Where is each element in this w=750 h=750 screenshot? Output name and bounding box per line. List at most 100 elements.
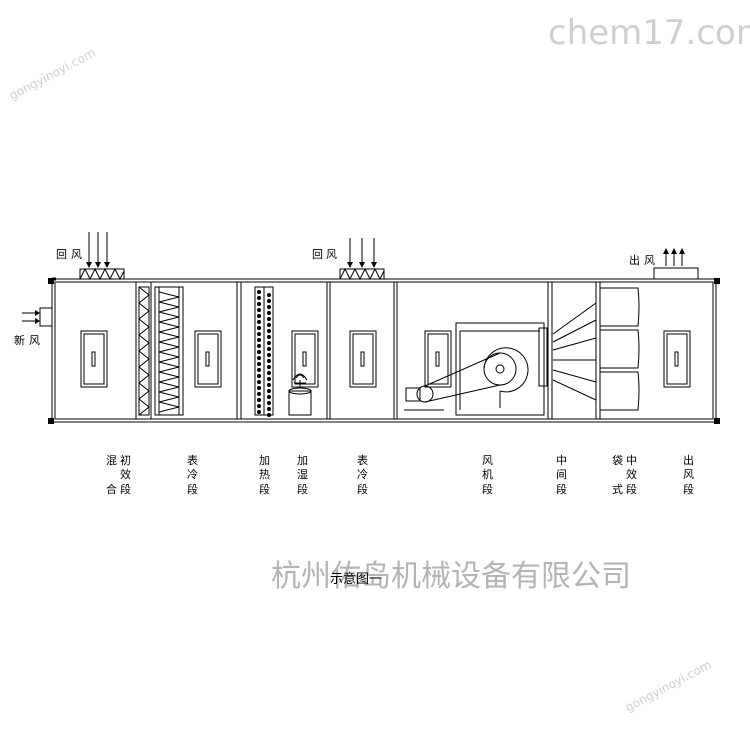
return-air-arrows-2 <box>347 238 377 268</box>
cooling-coil-1 <box>154 286 184 416</box>
supply-air-outlet <box>653 248 699 280</box>
heating-fin <box>257 362 261 366</box>
heating-fin <box>257 314 261 318</box>
label-heating-2: 热 <box>259 468 270 481</box>
heating-fin <box>257 338 261 342</box>
label-outlet-1: 出 <box>683 453 694 467</box>
label-bag-2: 式 <box>612 483 623 496</box>
heating-fin <box>267 383 271 387</box>
diagonal-watermark-top: gongyinoyi.com <box>7 45 98 102</box>
ahu-casing <box>48 277 720 424</box>
label-heating-3: 段 <box>259 482 270 496</box>
heating-fin <box>267 377 271 381</box>
heating-fin <box>257 410 261 414</box>
return-air-arrows-1 <box>86 232 110 268</box>
access-door <box>194 330 222 388</box>
supply-air-label-a: 出 <box>629 253 640 267</box>
heating-fin <box>257 356 261 360</box>
label-heating-1: 加 <box>259 454 270 467</box>
heating-fin <box>267 323 271 327</box>
company-watermark: 杭州佑岛机械设备有限公司 <box>271 559 631 594</box>
label-primary-2: 效 <box>120 467 131 481</box>
middle-diffuser <box>552 302 597 401</box>
access-door <box>663 330 691 388</box>
heating-fin <box>257 386 261 390</box>
heating-fin <box>257 350 261 354</box>
fan-assembly <box>404 322 548 416</box>
access-door <box>424 330 452 388</box>
label-outlet-3: 段 <box>683 482 694 496</box>
supply-air-label-b: 风 <box>644 254 655 267</box>
heating-fin <box>267 311 271 315</box>
label-outlet-2: 风 <box>683 468 694 481</box>
heating-fin <box>257 290 261 294</box>
heating-fin <box>267 365 271 369</box>
label-middle-1: 中 <box>556 454 567 467</box>
label-middle-2: 间 <box>556 468 567 481</box>
heating-fin <box>257 374 261 378</box>
heating-fin <box>267 353 271 357</box>
label-cooling1-2: 冷 <box>187 468 198 481</box>
label-primary-3: 段 <box>120 482 131 496</box>
heating-fin <box>267 401 271 405</box>
heating-fin <box>267 395 271 399</box>
heating-fin <box>267 407 271 411</box>
return-air-label-2a: 回 <box>312 248 323 261</box>
heating-fin <box>257 344 261 348</box>
heating-fin <box>267 305 271 309</box>
access-door <box>349 330 377 388</box>
heating-fin <box>267 413 271 417</box>
label-humid-1: 加 <box>297 454 308 467</box>
site-watermark: chem17.com <box>548 13 750 53</box>
return-air-label-1b: 风 <box>71 248 82 261</box>
heating-coil <box>254 286 274 417</box>
label-fan-1: 风 <box>482 454 493 467</box>
heating-fin <box>267 359 271 363</box>
label-fan-3: 段 <box>482 482 493 496</box>
heating-fin <box>267 389 271 393</box>
heating-fin <box>257 392 261 396</box>
label-cooling2-2: 冷 <box>357 468 368 481</box>
figure-caption: 示意图一 <box>330 571 382 587</box>
heating-fin <box>257 302 261 306</box>
label-cooling2-1: 表 <box>357 453 368 467</box>
heating-fin <box>257 320 261 324</box>
label-cooling1-1: 表 <box>187 453 198 467</box>
heating-fin <box>267 299 271 303</box>
heating-fin <box>267 371 271 375</box>
access-door <box>80 330 108 388</box>
heating-fin <box>267 347 271 351</box>
diagonal-watermark-bottom: gongyinoyi.com <box>623 657 714 714</box>
label-medium-1: 中 <box>626 454 637 467</box>
section-labels: 混 合 初 效 段 表 冷 段 加 热 段 加 湿 段 表 冷 段 风 机 段 … <box>106 453 694 496</box>
heating-fin <box>267 293 271 297</box>
label-humid-3: 段 <box>297 482 308 496</box>
label-mixing-2: 合 <box>106 482 117 496</box>
fresh-air-label-b: 风 <box>29 334 40 347</box>
heating-fin <box>257 398 261 402</box>
bag-filter <box>600 287 640 411</box>
fresh-air-label-a: 新 <box>14 333 25 347</box>
humidifier <box>288 373 312 416</box>
label-medium-2: 效 <box>626 467 637 481</box>
heating-fin <box>267 335 271 339</box>
label-middle-3: 段 <box>556 482 567 496</box>
access-door <box>291 330 319 388</box>
heating-fin <box>267 317 271 321</box>
label-medium-3: 段 <box>626 482 637 496</box>
return-air-label-2b: 风 <box>326 248 337 261</box>
label-cooling2-3: 段 <box>357 482 368 496</box>
label-cooling1-3: 段 <box>187 482 198 496</box>
heating-fin <box>267 329 271 333</box>
heating-fin <box>257 296 261 300</box>
heating-fin <box>267 341 271 345</box>
heating-fin <box>257 332 261 336</box>
label-primary-1: 初 <box>120 453 131 467</box>
label-fan-2: 机 <box>482 467 493 481</box>
primary-filter <box>138 286 150 416</box>
fresh-air-inlet <box>22 307 53 327</box>
return-air-damper-2 <box>339 267 385 281</box>
label-bag-1: 袋 <box>612 453 623 467</box>
return-air-damper-1 <box>79 267 125 281</box>
